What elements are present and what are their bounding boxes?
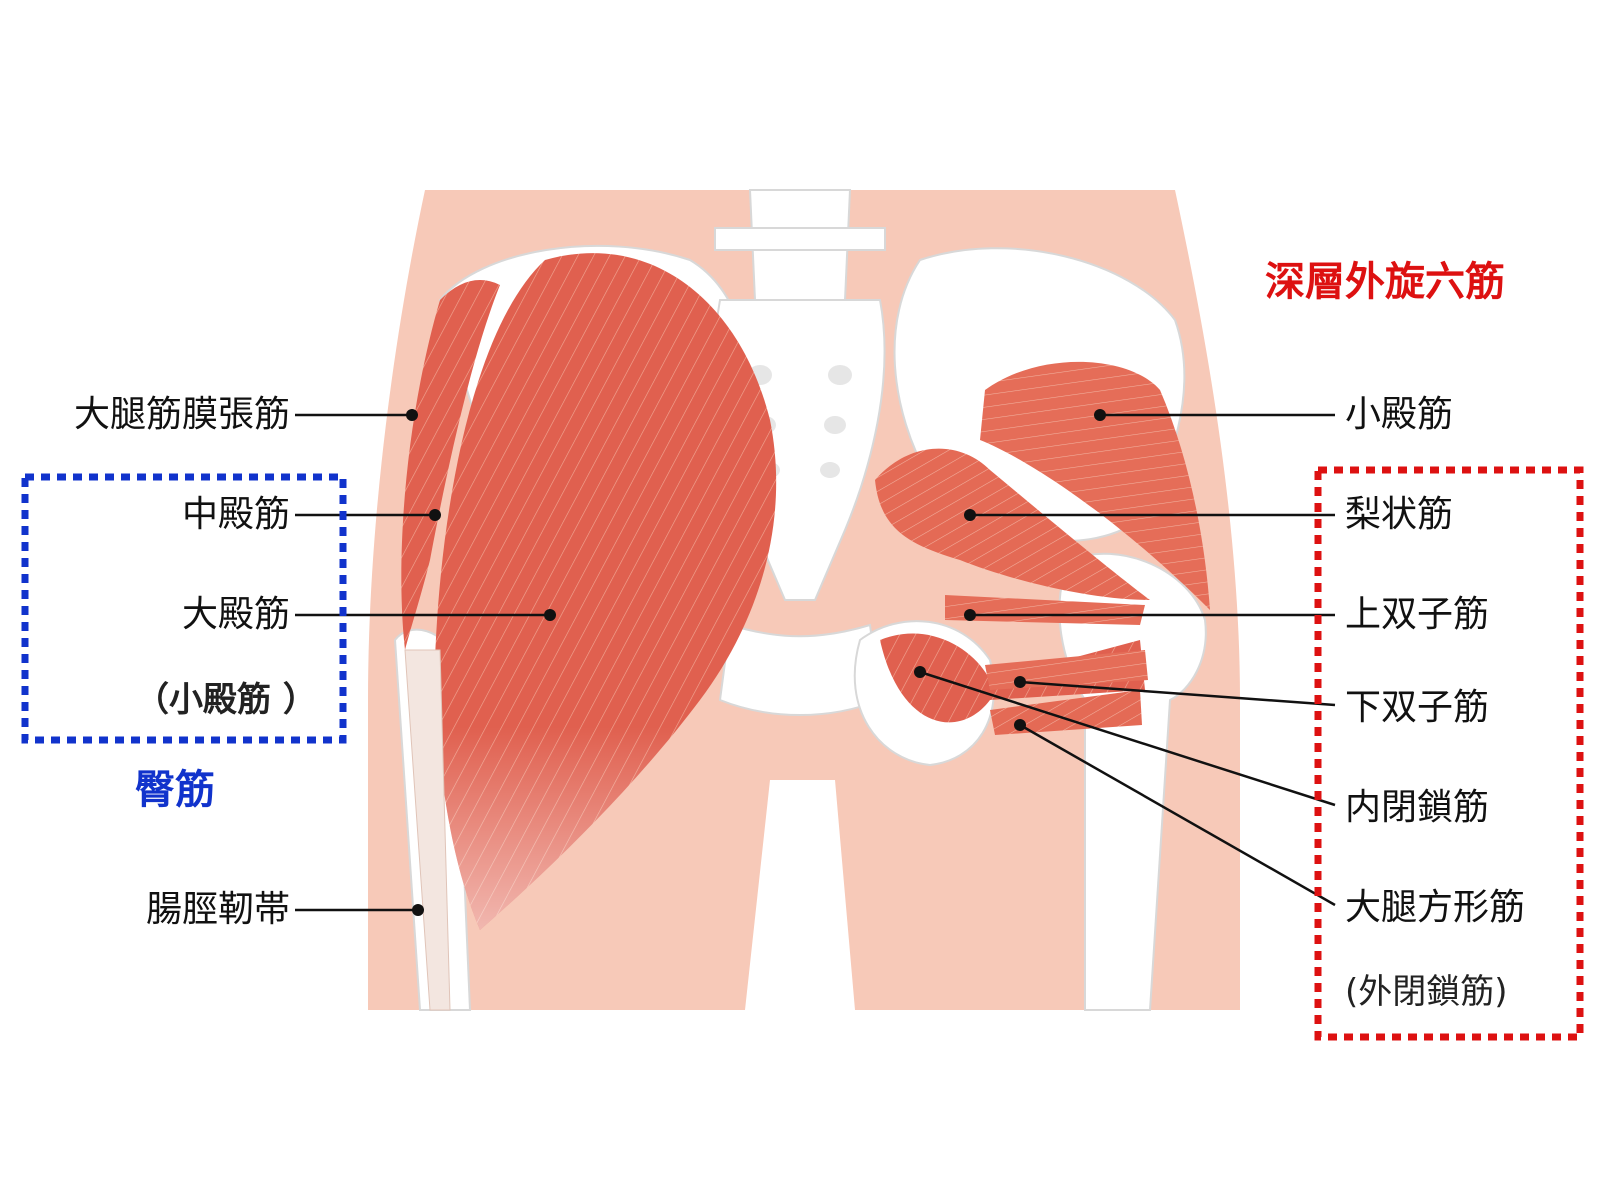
label-quadratus-femoris: 大腿方形筋 bbox=[1345, 887, 1526, 928]
gemellus-inferior-muscle bbox=[985, 650, 1148, 690]
vertebra-wings bbox=[714, 227, 886, 251]
gluteal-group-box bbox=[21, 473, 347, 744]
label-it-band: 腸脛靭帯 bbox=[145, 889, 290, 930]
it-band bbox=[404, 649, 451, 1011]
label-gluteus-medius: 中殿筋 bbox=[181, 494, 290, 535]
gluteus-minimus-muscle bbox=[980, 361, 1210, 610]
label-tfl: 大腿筋膜張筋 bbox=[73, 394, 290, 435]
title-deep-rotators: 深層外旋六筋 bbox=[1265, 259, 1505, 305]
gluteus-maximus-fade bbox=[435, 253, 777, 930]
deep-rotator-group-box bbox=[1314, 466, 1584, 1041]
label-gluteus-maximus: 大殿筋 bbox=[181, 594, 290, 635]
gemellus-superior-muscle bbox=[945, 595, 1145, 625]
label-gemellus-superior: 上双子筋 bbox=[1345, 594, 1490, 635]
quadratus-femoris-muscle bbox=[990, 690, 1142, 735]
tfl-muscle bbox=[401, 280, 500, 650]
label-gluteus-minimus-paren: （小殿筋 ） bbox=[135, 680, 317, 720]
label-piriformis: 梨状筋 bbox=[1345, 494, 1454, 535]
label-obturator-internus: 内閉鎖筋 bbox=[1345, 787, 1490, 828]
label-gemellus-inferior: 下双子筋 bbox=[1345, 687, 1490, 728]
leader-lines bbox=[295, 413, 1336, 912]
leader-dots bbox=[406, 409, 1106, 916]
title-gluteal: 臀筋 bbox=[135, 767, 215, 813]
label-obturator-externus-paren: (外閉鎖筋) bbox=[1345, 972, 1508, 1012]
piriformis-muscle bbox=[875, 448, 1150, 600]
label-gluteus-minimus: 小殿筋 bbox=[1345, 394, 1454, 435]
